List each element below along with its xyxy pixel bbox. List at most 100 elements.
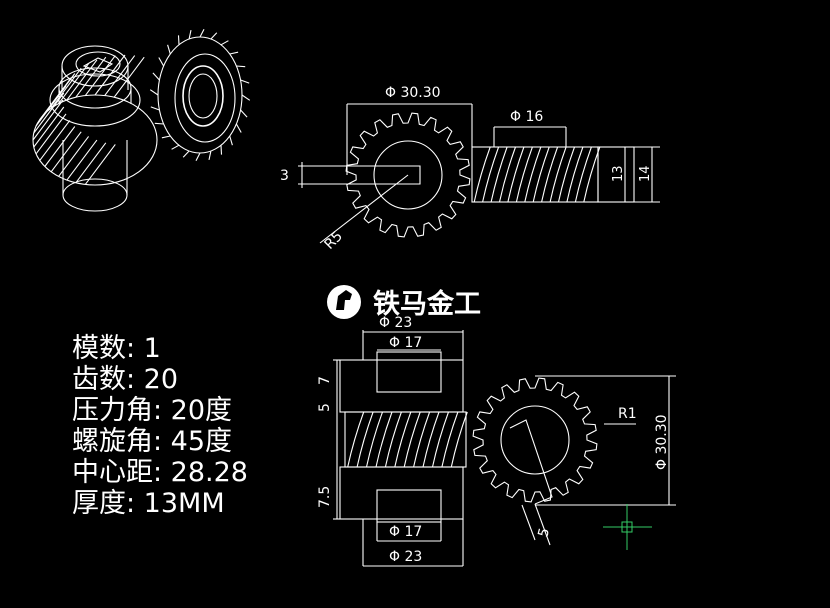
helix-hatch-line — [507, 146, 525, 203]
gear-tooth — [188, 29, 192, 40]
helix-hatch-line — [375, 411, 393, 468]
side-view-bottom-hub — [339, 466, 464, 520]
gear-tooth — [33, 106, 65, 148]
front-view-gear — [345, 112, 471, 238]
gear-tooth — [104, 55, 136, 96]
helix-hatch-line — [356, 411, 374, 468]
gear-tooth — [171, 144, 180, 150]
gear-tooth — [229, 135, 233, 146]
gear-tooth — [33, 92, 65, 134]
side-view-top-hub — [339, 359, 464, 413]
gear-tooth — [44, 73, 76, 114]
gear-tooth — [35, 113, 67, 155]
spec-row: 厚度: 13MM — [72, 488, 225, 519]
spec-row: 模数: 1 — [72, 333, 161, 364]
crosshair-cursor-icon — [603, 504, 652, 550]
gear-tooth — [66, 139, 98, 181]
helix-hatch-line — [482, 146, 500, 203]
helix-hatch-line — [515, 146, 533, 203]
gear-tooth — [241, 94, 251, 101]
spec-row: 螺旋角: 45度 — [72, 426, 232, 457]
watermark-text: 铁马金工 — [373, 288, 481, 320]
watermark: 铁马金工 — [327, 285, 481, 320]
side-dim-radius: R1 — [618, 406, 637, 422]
spec-row: 压力角: 20度 — [72, 395, 232, 426]
gear-tooth — [167, 44, 171, 55]
side-dim-gear-diameter: Φ 30.30 — [654, 414, 670, 470]
helix-hatch-line — [473, 146, 491, 203]
helix-hatch-line — [498, 146, 517, 203]
side-dim-step-mid: 5 — [317, 403, 333, 412]
front-view-helix-hatch — [473, 146, 601, 203]
horse-head-icon — [336, 290, 352, 310]
gear-tooth — [75, 56, 107, 98]
front-view-gear-outline — [345, 112, 471, 238]
gear-tooth — [84, 144, 116, 185]
gear-tooth — [199, 28, 205, 38]
gear-tooth — [210, 32, 218, 40]
side-view-bore — [500, 405, 570, 475]
helix-hatch-line — [431, 411, 450, 468]
helix-hatch-line — [541, 146, 559, 203]
front-view — [298, 103, 660, 244]
gear-tooth — [149, 89, 159, 96]
helix-hatch-line — [557, 146, 576, 203]
gear-tooth — [39, 120, 71, 161]
side-dim-top-inner: Φ 17 — [389, 335, 422, 351]
isometric-gear-right-teeth — [149, 28, 251, 162]
spec-row: 中心距: 28.28 — [72, 457, 248, 488]
side-view — [333, 330, 676, 567]
helix-hatch-line — [450, 411, 468, 468]
gear-tooth — [195, 152, 201, 162]
front-dim-height-b: 14 — [638, 165, 653, 182]
isometric-gear-pair — [32, 28, 251, 212]
isometric-gear-left-teeth — [32, 54, 145, 185]
gear-tooth — [158, 57, 165, 67]
spec-row: 齿数: 20 — [72, 364, 178, 395]
helix-hatch-line — [365, 411, 384, 468]
front-dim-keyway: 3 — [280, 168, 289, 184]
helix-hatch-line — [490, 146, 508, 203]
side-dim-step-top: 7 — [317, 376, 333, 385]
front-view-end-face — [597, 146, 635, 203]
gear-tooth — [75, 142, 107, 184]
helix-hatch-line — [549, 146, 567, 203]
gear-tooth — [220, 145, 223, 155]
gear-tooth — [208, 150, 212, 161]
side-dim-keyway: 5 — [535, 526, 553, 539]
side-dim-bottom-inner: Φ 17 — [389, 524, 422, 540]
helix-hatch-line — [574, 146, 592, 203]
gear-tooth — [32, 99, 64, 141]
helix-hatch-line — [422, 411, 440, 468]
gear-tooth — [152, 72, 160, 81]
gear-tooth — [182, 150, 190, 158]
gear-tooth — [58, 136, 90, 177]
helix-hatch-line — [532, 146, 550, 203]
front-dim-radius: R5 — [322, 228, 346, 252]
front-dim-height-a: 13 — [611, 165, 626, 182]
gear-tooth — [161, 135, 171, 139]
side-dim-step-bottom: 7.5 — [317, 486, 333, 508]
gear-tooth — [58, 63, 90, 104]
gear-tooth — [44, 126, 76, 167]
side-view-gear-outline — [472, 377, 598, 503]
gear-tooth — [236, 65, 246, 68]
side-dim-bottom-outer: Φ 23 — [389, 549, 422, 565]
helix-hatch-line — [347, 411, 365, 468]
helix-hatch-line — [403, 411, 421, 468]
gear-tooth — [94, 54, 126, 96]
side-view-gear-face — [344, 411, 467, 468]
gear-tooth — [50, 131, 82, 173]
front-view-keyway — [376, 165, 421, 185]
gear-tooth — [235, 123, 242, 133]
gear-tooth — [240, 79, 250, 84]
isometric-gear-right — [157, 36, 243, 154]
helix-hatch-line — [524, 146, 542, 203]
helix-hatch-line — [566, 146, 584, 203]
gear-tooth — [84, 55, 116, 96]
front-view-bore — [373, 140, 443, 210]
gear-tooth — [50, 67, 82, 109]
side-view-keyway — [509, 419, 553, 505]
